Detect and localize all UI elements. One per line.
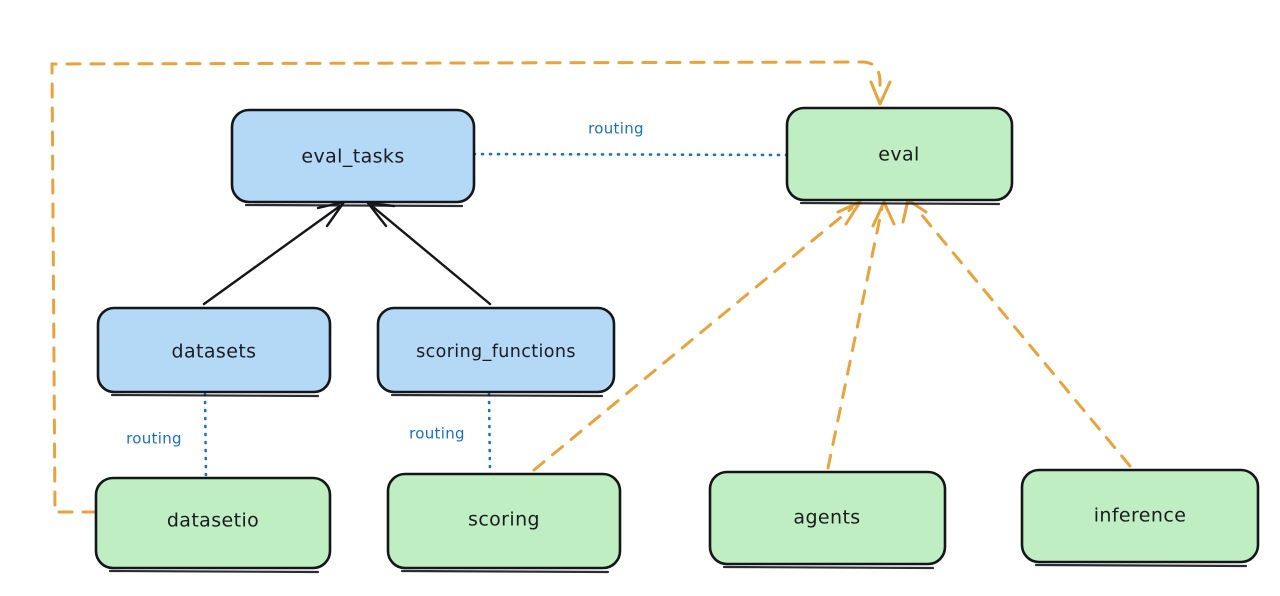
- node-scoring-label: scoring: [468, 509, 540, 531]
- edge-inference-to-eval[interactable]: [901, 198, 1132, 468]
- edge-eval_tasks-to-eval[interactable]: [472, 152, 789, 157]
- node-inference-shape[interactable]: [1020, 468, 1260, 564]
- node-scoring-shape[interactable]: [386, 472, 622, 570]
- node-layer: eval_tasks eval datasets scoring_functio…: [94, 106, 1260, 574]
- node-inference-label: inference: [1094, 505, 1187, 527]
- node-agents-label: agents: [793, 507, 860, 529]
- node-datasets-shape[interactable]: [96, 306, 332, 394]
- edge-agents-to-eval[interactable]: [826, 200, 896, 470]
- node-datasetio[interactable]: datasetio: [94, 476, 332, 574]
- node-datasets-label: datasets: [172, 341, 257, 363]
- node-eval_tasks[interactable]: eval_tasks: [230, 108, 476, 208]
- node-eval_tasks-shape[interactable]: [230, 108, 476, 204]
- edge-label-routing-eval_tasks-eval: routing: [588, 120, 644, 138]
- edge-scoring_functions-to-eval_tasks[interactable]: [366, 201, 492, 306]
- edge-datasets-to-eval_tasks[interactable]: [202, 200, 346, 306]
- edge-datasets-to-datasetio[interactable]: [203, 392, 208, 480]
- node-eval-label: eval: [878, 144, 919, 166]
- node-datasetio-label: datasetio: [167, 510, 259, 532]
- edge-label-routing-datasets-datasetio: routing: [126, 430, 182, 448]
- edge-label-routing-scoring_functions-scoring: routing: [409, 425, 465, 443]
- edge-scoring-to-eval[interactable]: [532, 200, 862, 472]
- node-eval-shape[interactable]: [785, 106, 1014, 202]
- node-scoring_functions-label: scoring_functions: [416, 342, 576, 362]
- node-scoring_functions[interactable]: scoring_functions: [376, 306, 616, 398]
- node-eval[interactable]: eval: [785, 106, 1014, 206]
- node-scoring_functions-shape[interactable]: [376, 306, 616, 394]
- edge-datasetio-to-eval[interactable]: [50, 60, 892, 514]
- node-agents[interactable]: agents: [708, 470, 947, 570]
- edge-label-layer: routing routing routing: [126, 120, 644, 448]
- node-scoring[interactable]: scoring: [386, 472, 622, 574]
- node-eval_tasks-label: eval_tasks: [301, 146, 404, 168]
- node-datasets[interactable]: datasets: [96, 306, 332, 398]
- edge-scoring_functions-to-scoring[interactable]: [487, 392, 492, 476]
- node-datasetio-shape[interactable]: [94, 476, 332, 570]
- node-agents-shape[interactable]: [708, 470, 947, 566]
- node-inference[interactable]: inference: [1020, 468, 1260, 568]
